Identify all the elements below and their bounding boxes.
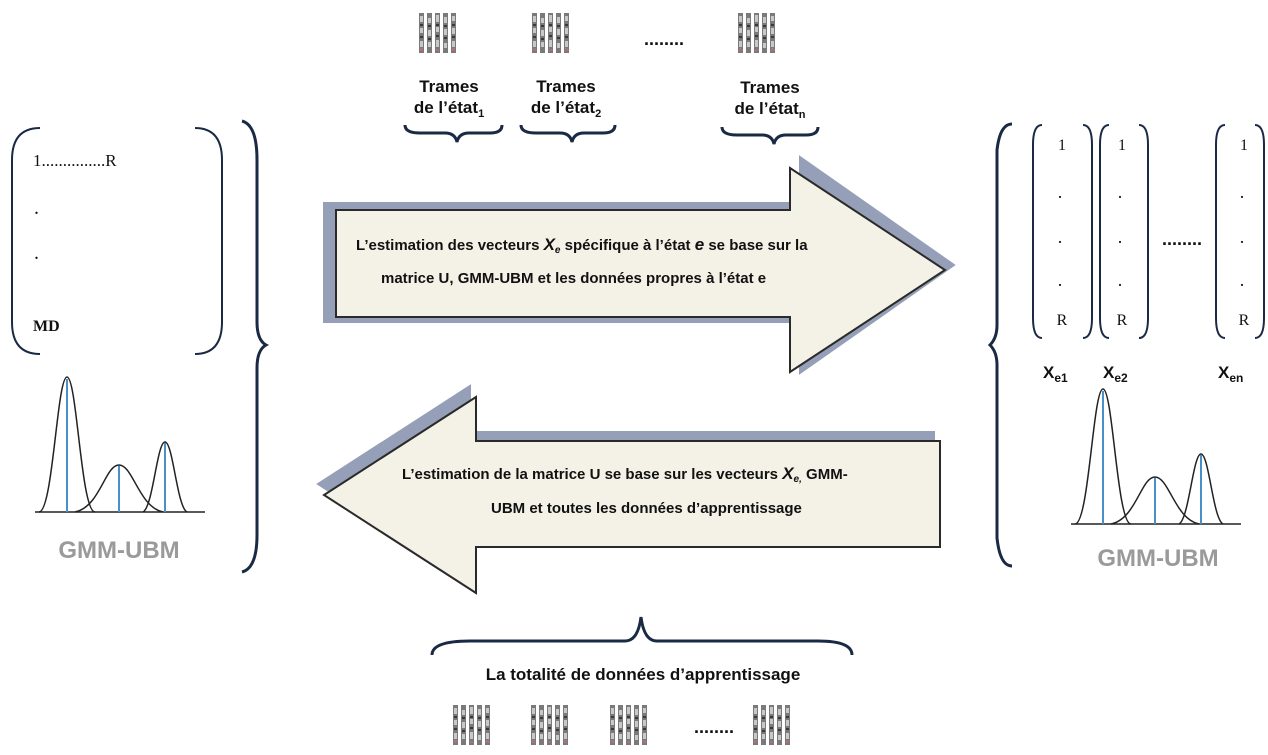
vector2-label: Xe2 xyxy=(1103,363,1128,385)
left-matrix-dot1: . xyxy=(34,197,39,219)
big-brace-right xyxy=(987,122,1013,568)
left-matrix-dot2: . xyxy=(34,242,39,264)
vectorn-dot2: . xyxy=(1240,227,1245,247)
arrow-right xyxy=(335,166,947,374)
vectorn-label: Xen xyxy=(1218,363,1243,385)
arrow-right-text-line2: matrice U, GMM-UBM et les données propre… xyxy=(381,270,766,287)
bottom-frames-1-icon xyxy=(452,705,490,745)
vector2-bottom: R xyxy=(1117,312,1128,329)
arrow-left-text-line1: L’estimation de la matrice U se base sur… xyxy=(402,464,848,485)
vector2-top: 1 xyxy=(1118,137,1126,154)
left-matrix-last-row: MD xyxy=(33,318,60,335)
brace-state1 xyxy=(403,124,504,143)
vector1-bracket-left xyxy=(1032,124,1043,339)
frames-state2-icon xyxy=(531,13,569,53)
vector1-top: 1 xyxy=(1058,137,1066,154)
frames-staten-icon xyxy=(737,13,775,53)
frames-staten-label-line1: Trames xyxy=(740,78,800,97)
gmm-right-label: GMM-UBM xyxy=(1097,545,1218,572)
gmm-left-label: GMM-UBM xyxy=(58,537,179,564)
arrow-left xyxy=(322,395,941,595)
vector1-bracket-right xyxy=(1082,124,1093,339)
brace-state2 xyxy=(519,124,617,143)
left-matrix-first-row: 1...............R xyxy=(33,151,117,170)
vectorn-bracket-left xyxy=(1215,124,1226,339)
vector2-dot2: . xyxy=(1118,227,1123,247)
brace-staten xyxy=(720,126,820,145)
bottom-frames-3-icon xyxy=(609,705,647,745)
frames-top-ellipsis: ........ xyxy=(644,29,684,49)
frames-state2-label-line2: de l’état2 xyxy=(531,98,601,120)
frames-state1-label-line2: de l’état1 xyxy=(414,98,484,120)
vector2-dot3: . xyxy=(1118,270,1123,290)
gmm-right-icon xyxy=(1070,388,1242,525)
vector1-label: Xe1 xyxy=(1043,363,1068,385)
bottom-label: La totalité de données d’apprentissage xyxy=(486,665,801,684)
bottom-brace xyxy=(430,616,854,656)
frames-state2-label-line1: Trames xyxy=(536,77,596,96)
vector1-dot1: . xyxy=(1058,182,1063,202)
vector2-bracket-right xyxy=(1138,124,1149,339)
vectorn-bottom: R xyxy=(1239,312,1250,329)
vector1-dot2: . xyxy=(1058,227,1063,247)
vector1-bottom: R xyxy=(1057,312,1068,329)
arrow-left-text-line2: UBM et toutes les données d’apprentissag… xyxy=(491,500,802,517)
arrow-right-text-line1: L’estimation des vecteurs Xe spécifique … xyxy=(356,235,808,256)
vector2-dot1: . xyxy=(1118,182,1123,202)
left-matrix-bracket-right xyxy=(194,127,223,355)
bottom-frames-4-icon xyxy=(752,705,790,745)
big-brace-left xyxy=(241,119,270,574)
gmm-left-icon xyxy=(34,376,206,513)
vectorn-dot1: . xyxy=(1240,182,1245,202)
left-matrix-bracket-left xyxy=(11,127,41,355)
vectorn-dot3: . xyxy=(1240,270,1245,290)
vector2-bracket-left xyxy=(1099,124,1110,339)
vector1-dot3: . xyxy=(1058,270,1063,290)
frames-state1-label-line1: Trames xyxy=(419,77,479,96)
bottom-ellipsis: ........ xyxy=(694,717,734,737)
bottom-frames-2-icon xyxy=(530,705,568,745)
frames-state1-icon xyxy=(418,13,456,53)
vectorn-top: 1 xyxy=(1240,137,1248,154)
vectorn-bracket-right xyxy=(1254,124,1265,339)
vectors-ellipsis: ........ xyxy=(1162,229,1202,249)
frames-staten-label-line2: de l’étatn xyxy=(735,99,806,121)
